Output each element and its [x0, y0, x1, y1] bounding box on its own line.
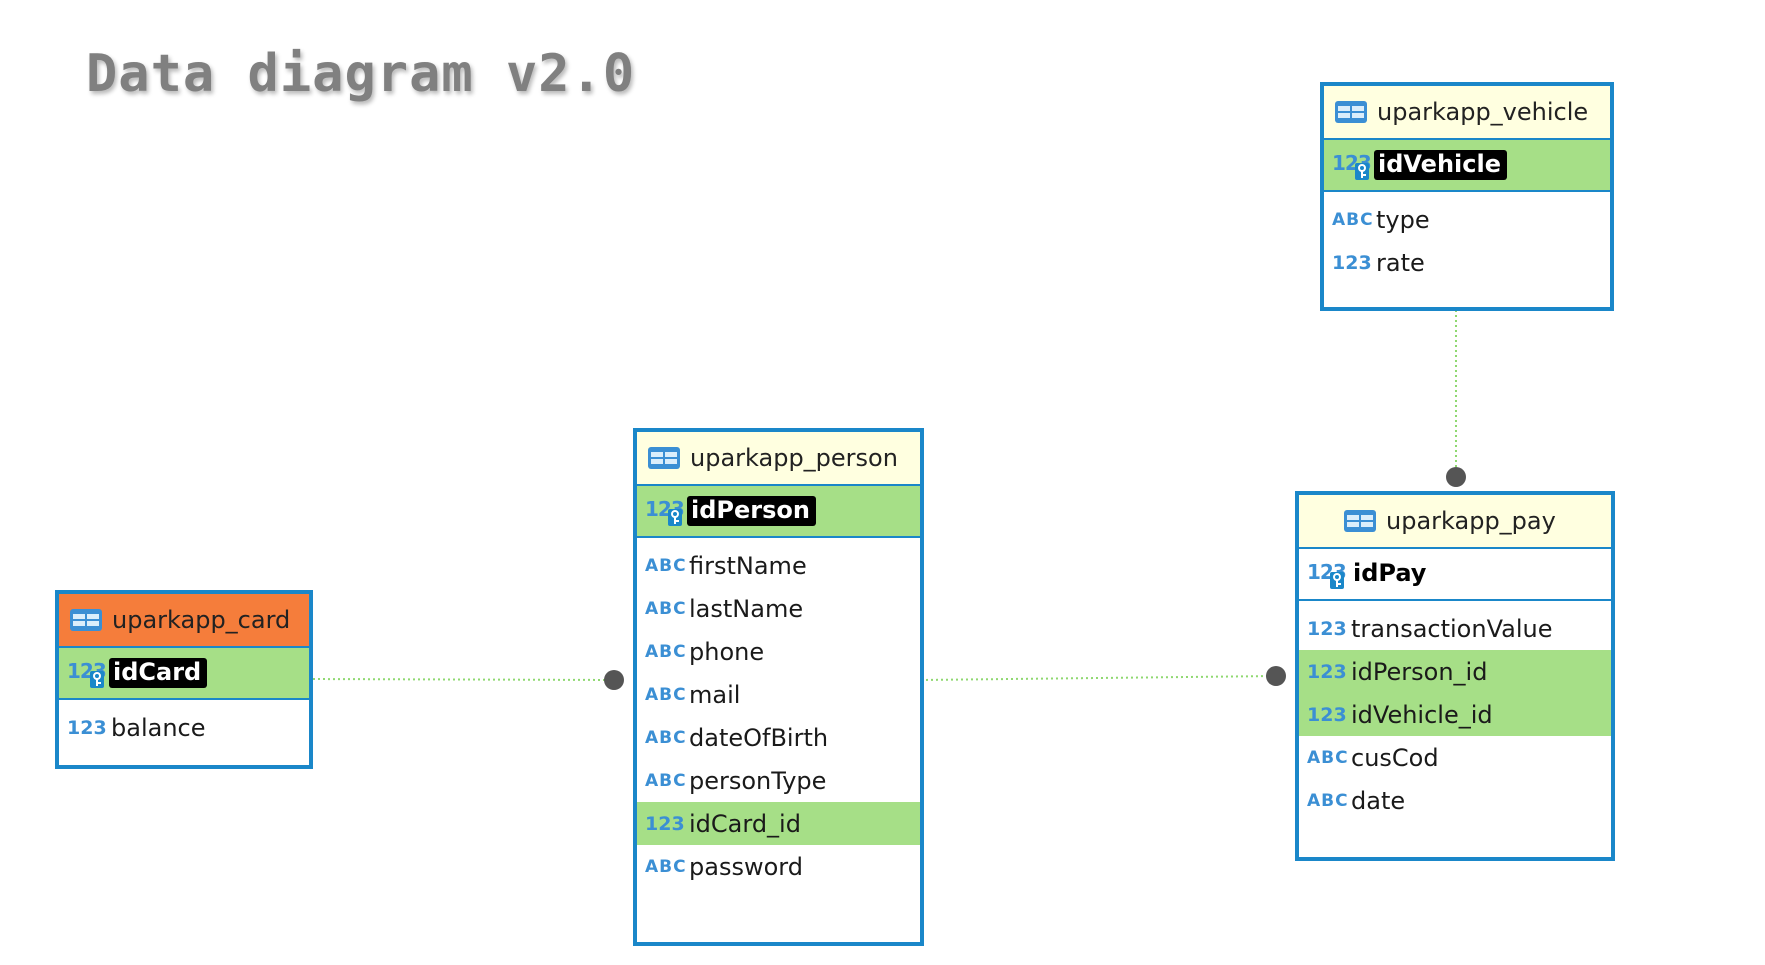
primary-key-icon: 123	[67, 656, 107, 690]
attribute-name: rate	[1376, 248, 1425, 277]
entity-pay-header[interactable]: uparkapp_pay	[1299, 495, 1611, 549]
primary-key-row[interactable]: 123 idPerson	[637, 486, 920, 538]
attribute-name: balance	[111, 713, 206, 742]
attribute-name: phone	[689, 637, 765, 666]
attribute-name: transactionValue	[1351, 614, 1553, 643]
numeric-type-icon: 123	[1307, 703, 1347, 726]
entity-card-header[interactable]: uparkapp_card	[59, 594, 309, 648]
attribute-name: personType	[689, 766, 827, 795]
attribute-name: mail	[689, 680, 741, 709]
primary-key-icon: 123	[1332, 148, 1372, 182]
text-type-icon: ABC	[645, 727, 687, 748]
numeric-type-icon: 123	[1307, 660, 1347, 683]
primary-key-name: idCard	[109, 658, 208, 688]
entity-name: uparkapp_person	[690, 444, 898, 472]
primary-key-name: idVehicle	[1374, 150, 1507, 180]
text-type-icon: ABC	[645, 856, 687, 877]
connector-person-pay[interactable]	[920, 675, 1277, 681]
table-icon	[1344, 510, 1376, 532]
primary-key-name: idPay	[1353, 559, 1427, 587]
attribute-name: cusCod	[1351, 743, 1439, 772]
attribute-name: idPerson_id	[1351, 657, 1488, 686]
entity-vehicle-header[interactable]: uparkapp_vehicle	[1324, 86, 1610, 140]
table-icon	[70, 609, 102, 631]
attribute-name: password	[689, 852, 803, 881]
text-type-icon: ABC	[645, 641, 687, 662]
attribute-name: idVehicle_id	[1351, 700, 1493, 729]
entity-name: uparkapp_vehicle	[1377, 98, 1589, 126]
text-type-icon: ABC	[645, 598, 687, 619]
text-type-icon: ABC	[645, 770, 687, 791]
primary-key-row[interactable]: 123 idVehicle	[1324, 140, 1610, 192]
attribute-name: dateOfBirth	[689, 723, 829, 752]
entity-person-header[interactable]: uparkapp_person	[637, 432, 920, 486]
connector-card-person-endpoint	[604, 670, 624, 690]
connector-card-person[interactable]	[307, 678, 615, 681]
text-type-icon: ABC	[645, 684, 687, 705]
entity-name: uparkapp_card	[112, 606, 291, 634]
table-icon	[648, 447, 680, 469]
text-type-icon: ABC	[1332, 209, 1374, 230]
primary-key-row[interactable]: 123 idCard	[59, 648, 309, 700]
numeric-type-icon: 123	[645, 812, 685, 835]
primary-key-icon: 123	[1307, 557, 1347, 591]
attribute-name: date	[1351, 786, 1406, 815]
attribute-name: idCard_id	[689, 809, 801, 838]
connector-person-pay-endpoint	[1266, 666, 1286, 686]
connector-vehicle-pay-endpoint	[1446, 467, 1466, 487]
numeric-type-icon: 123	[1307, 617, 1347, 640]
attribute-name: firstName	[689, 551, 807, 580]
text-type-icon: ABC	[645, 555, 687, 576]
primary-key-name: idPerson	[687, 496, 816, 526]
primary-key-row[interactable]: 123 idPay	[1299, 549, 1611, 601]
primary-key-icon: 123	[645, 494, 685, 528]
entity-name: uparkapp_pay	[1386, 507, 1556, 535]
diagram-title: Data diagram v2.0	[86, 44, 636, 104]
attribute-name: type	[1376, 205, 1430, 234]
table-icon	[1335, 101, 1367, 123]
text-type-icon: ABC	[1307, 790, 1349, 811]
numeric-type-icon: 123	[1332, 251, 1372, 274]
numeric-type-icon: 123	[67, 716, 107, 739]
text-type-icon: ABC	[1307, 747, 1349, 768]
attribute-name: lastName	[689, 594, 804, 623]
